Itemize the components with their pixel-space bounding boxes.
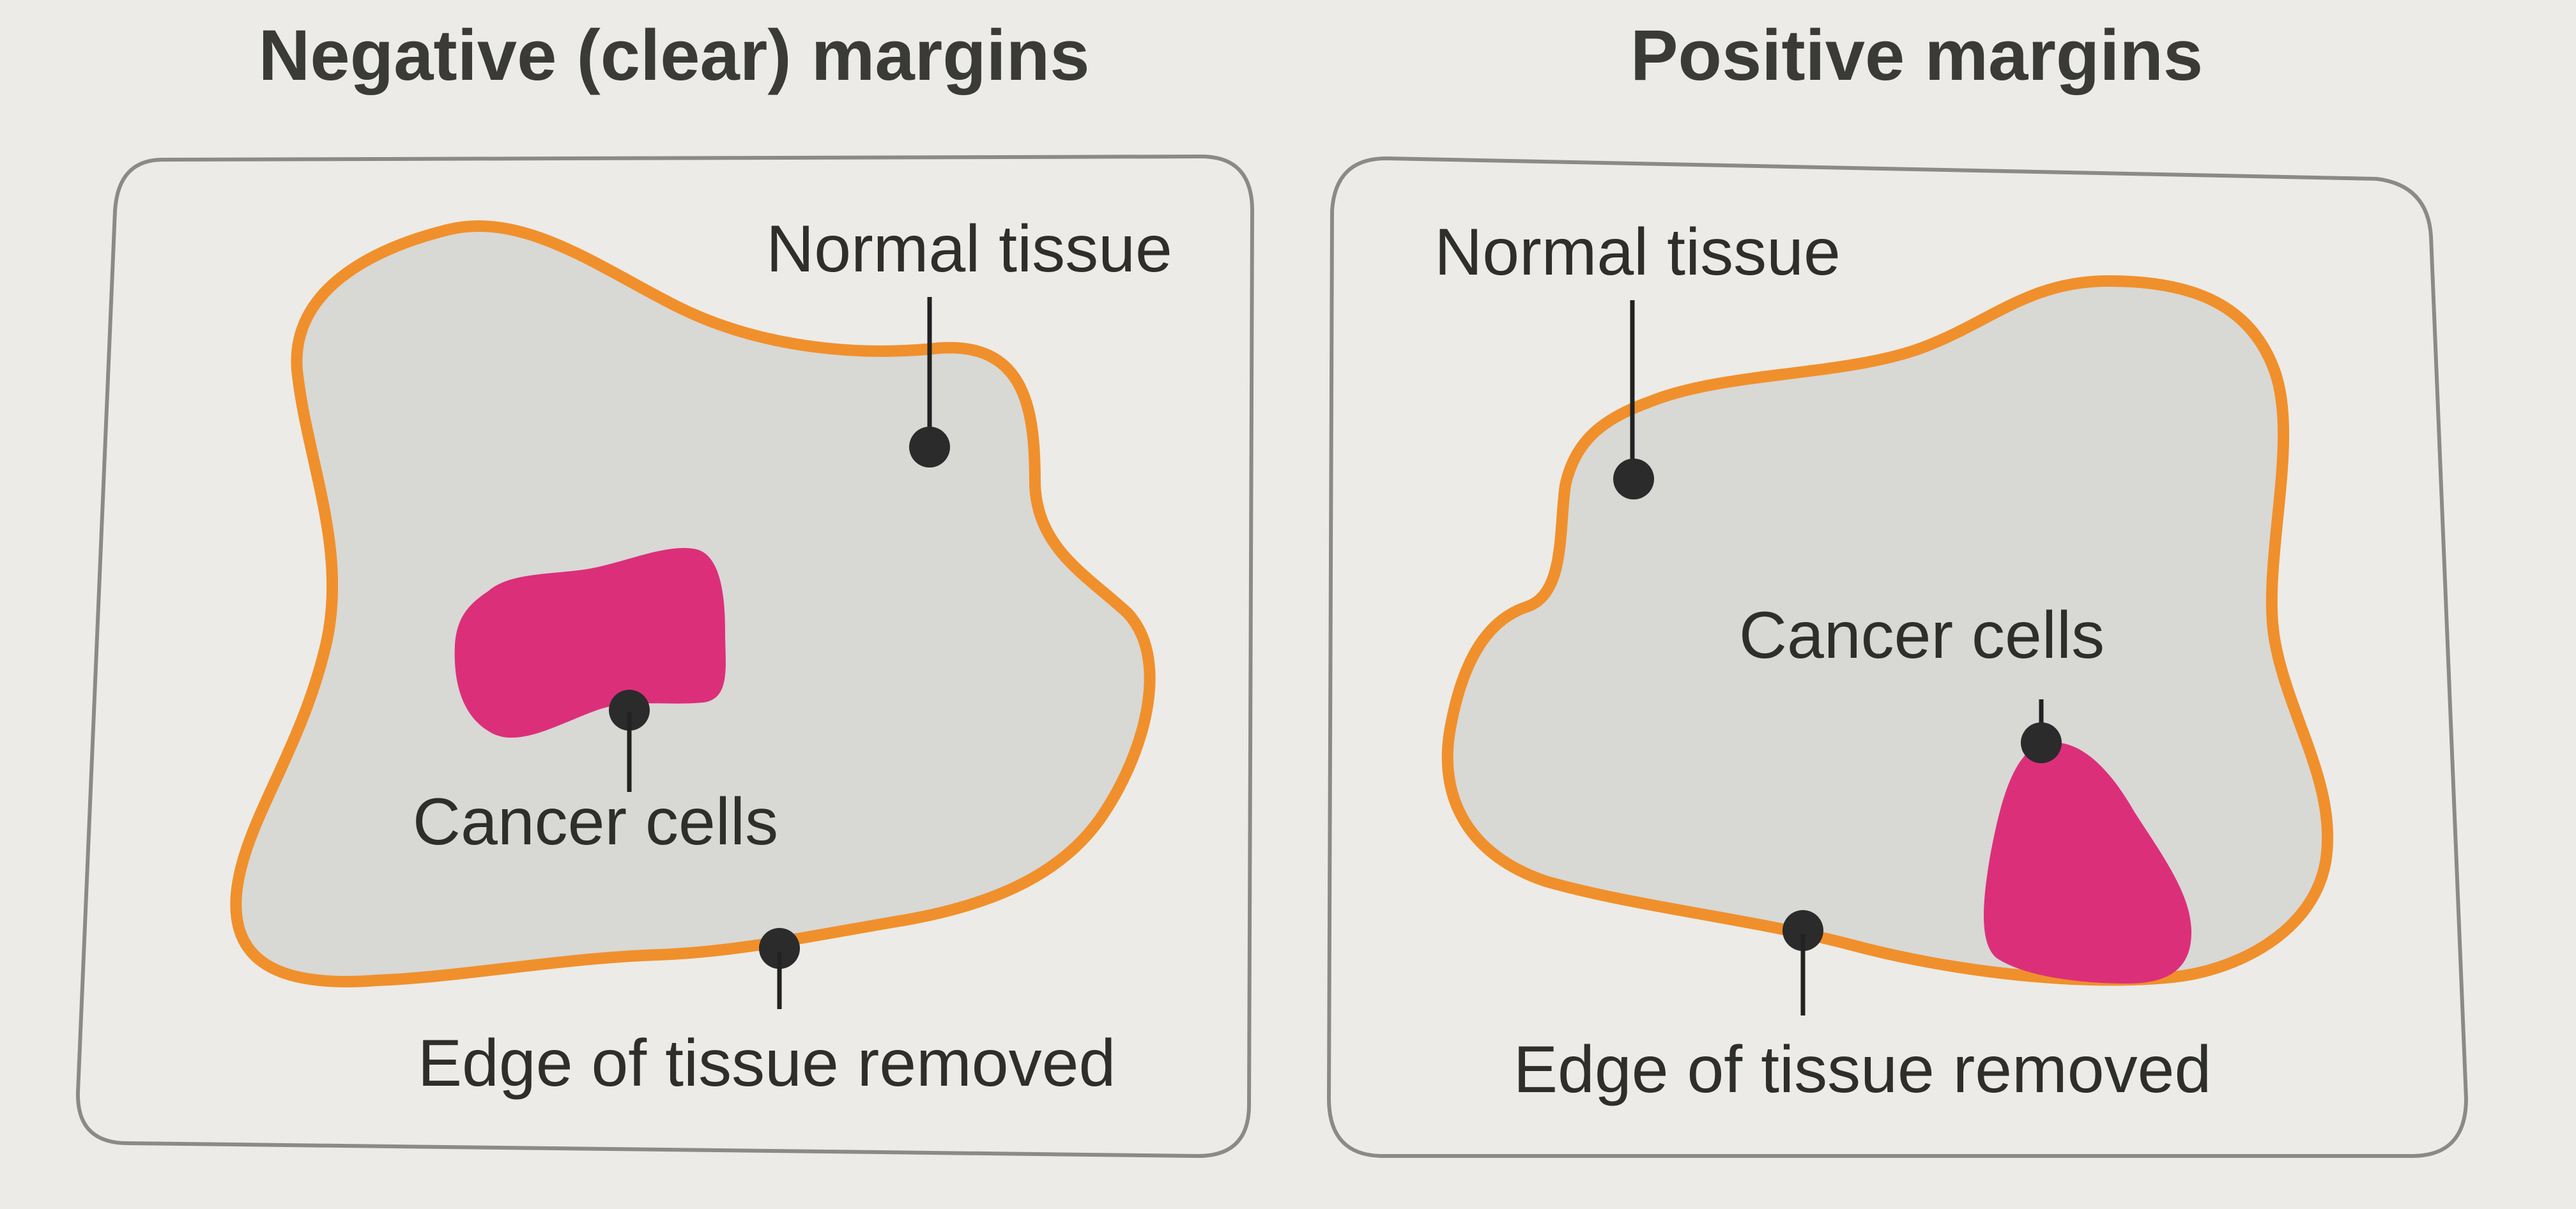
positive-panel-frame <box>1326 156 2469 1158</box>
positive-normal-tissue-pointer-dot <box>1613 459 1654 499</box>
positive-cancer-cells-shape <box>1984 742 2191 984</box>
positive-edge-label: Edge of tissue removed <box>1514 1033 2212 1107</box>
negative-edge-pointer-dot <box>759 928 800 969</box>
negative-normal-tissue-pointer-dot <box>909 427 950 468</box>
positive-margins-panel: Positive margins Normal tissue Cancer ce… <box>1326 15 2469 1158</box>
positive-normal-tissue-label: Normal tissue <box>1434 215 1841 289</box>
negative-cancer-cells-label: Cancer cells <box>413 785 778 859</box>
negative-margins-panel: Negative (clear) margins Normal tissue C… <box>75 15 1255 1159</box>
negative-edge-label: Edge of tissue removed <box>418 1026 1116 1100</box>
negative-panel-frame <box>75 154 1255 1159</box>
negative-cancer-cells-pointer-dot <box>609 690 650 731</box>
positive-margins-title: Positive margins <box>1630 15 2203 95</box>
negative-margins-title: Negative (clear) margins <box>259 15 1090 95</box>
negative-cancer-cells-shape <box>454 547 726 738</box>
negative-normal-tissue-label: Normal tissue <box>766 212 1172 286</box>
positive-edge-pointer-dot <box>1782 910 1823 951</box>
positive-cancer-cells-label: Cancer cells <box>1739 598 2104 673</box>
positive-cancer-cells-pointer-dot <box>2021 722 2062 763</box>
